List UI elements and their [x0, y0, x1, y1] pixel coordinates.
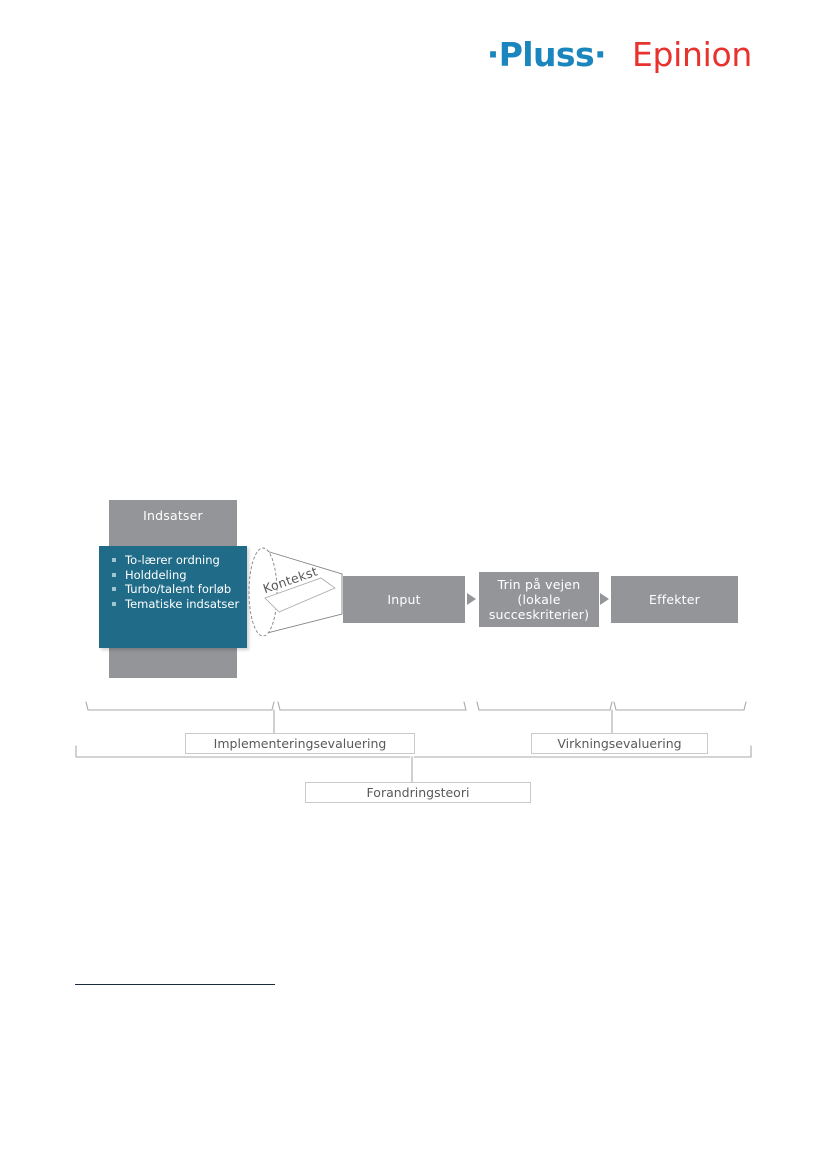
indsatser-panel: To-lærer ordning Holddeling Turbo/talent… — [99, 546, 247, 648]
header-logo-bar: ·Pluss· Epinion — [486, 35, 753, 80]
indsatser-title: Indsatser — [143, 508, 203, 523]
cone-icon — [248, 547, 343, 637]
arrow-right-icon — [600, 593, 609, 605]
flow-box-trin-paa-vejen: Trin på vejen (lokale succeskriterier) — [479, 572, 599, 627]
list-item: To-lærer ordning — [110, 553, 241, 567]
pluss-logo: ·Pluss· — [486, 35, 607, 74]
list-item: Turbo/talent forløb — [110, 582, 241, 596]
bracket-virkning — [476, 701, 613, 711]
bracket-label-forandringsteori: Forandringsteori — [305, 782, 531, 803]
kontekst-cone: Kontekst — [247, 536, 347, 646]
list-item: Holddeling — [110, 568, 241, 582]
footnote-separator — [75, 984, 275, 985]
flow-box-input: Input — [343, 576, 465, 623]
trin-line-1: Trin på vejen — [497, 577, 581, 592]
trin-line-2: (lokale — [517, 592, 561, 607]
bracket-label-implementeringsevaluering: Implementeringsevaluering — [185, 733, 415, 754]
bracket-virkning-right — [613, 701, 747, 711]
flow-box-trin-text: Trin på vejen (lokale succeskriterier) — [489, 577, 589, 622]
epinion-logo: Epinion — [631, 35, 752, 74]
bracket-implementering-right — [277, 701, 467, 711]
list-item: Tematiske indsatser — [110, 597, 241, 611]
bracket-label-virkningsevaluering: Virkningsevaluering — [531, 733, 708, 754]
arrow-right-icon — [467, 593, 476, 605]
bracket-implementering — [85, 701, 275, 711]
trin-line-3: succeskriterier) — [488, 607, 590, 622]
indsatser-bullet-list: To-lærer ordning Holddeling Turbo/talent… — [99, 546, 247, 611]
flow-box-effekter: Effekter — [611, 576, 738, 623]
